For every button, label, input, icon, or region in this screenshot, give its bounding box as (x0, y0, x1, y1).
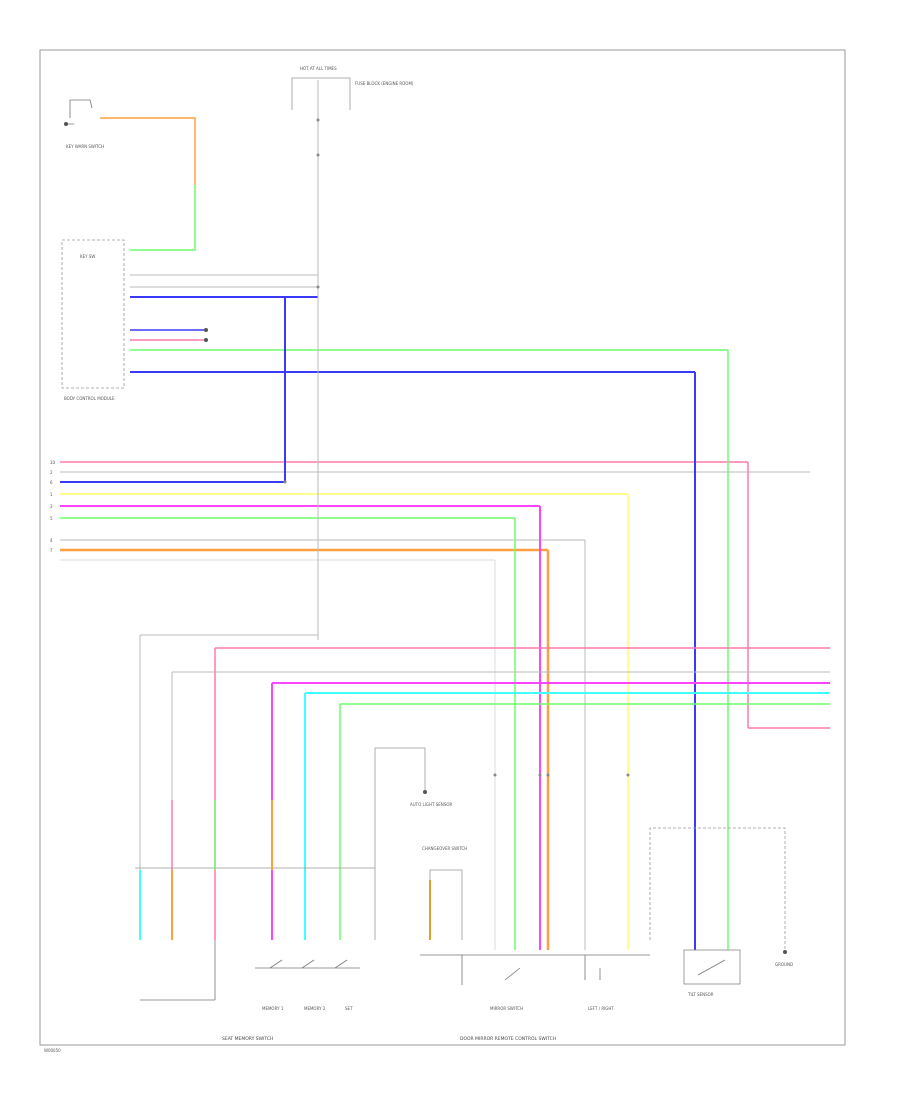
tilt-sensor: TILT SENSOR GROUND (649, 827, 793, 997)
ground-label: GROUND (775, 962, 793, 967)
pin-label: 1 (50, 492, 53, 497)
fuse-box-label: HOT AT ALL TIMES (300, 66, 337, 71)
auto-light-sensor: AUTO LIGHT SENSOR (374, 747, 453, 940)
mirror-control-switch-label: DOOR MIRROR REMOTE CONTROL SWITCH (460, 1036, 556, 1042)
changeover-switch: CHANGEOVER SWITCH (422, 846, 467, 940)
bcm-label: BODY CONTROL MODULE (64, 396, 115, 401)
tilt-label: TILT SENSOR (687, 992, 714, 997)
bcm-sub-label: KEY SW (80, 254, 95, 259)
changeover-label: CHANGEOVER SWITCH (422, 846, 467, 851)
set-label: SET (345, 1006, 353, 1011)
pin-label: 5 (50, 516, 53, 521)
connector-pins: 10 2 6 1 3 5 4 7 (50, 460, 56, 553)
seat-memory-switch-label: SEAT MEMORY SWITCH (222, 1036, 273, 1042)
seat-memory-switch: MEMORY 1 MEMORY 2 SET SEAT MEMORY SWITCH (140, 940, 360, 1042)
key-warn-label: KEY WARN SWITCH (66, 144, 104, 149)
auto-light-label: AUTO LIGHT SENSOR (410, 802, 453, 807)
diagram-frame (39, 49, 846, 1046)
body-control-module: BODY CONTROL MODULE KEY SW (61, 239, 728, 401)
mirror-switch-label: MIRROR SWITCH (490, 1006, 523, 1011)
memory-1-label: MEMORY 1 (262, 1006, 284, 1011)
key-warn-switch: KEY WARN SWITCH (64, 99, 196, 251)
left-right-label: LEFT / RIGHT (588, 1006, 614, 1011)
pin-label: 3 (50, 504, 53, 509)
main-harness (60, 287, 830, 950)
pin-label: 2 (50, 470, 53, 475)
fuse-box-sub-label: FUSE BLOCK (ENGINE ROOM) (355, 81, 414, 86)
pin-label: 7 (50, 548, 53, 553)
diagram-tag: W00050 (44, 1048, 61, 1053)
splice-points (283, 285, 630, 777)
pin-label: 4 (50, 538, 53, 543)
pin-label: 10 (50, 460, 56, 465)
pin-label: 6 (50, 480, 53, 485)
fuse-box: HOT AT ALL TIMES FUSE BLOCK (ENGINE ROOM… (291, 66, 414, 640)
memory-2-label: MEMORY 2 (304, 1006, 326, 1011)
mirror-remote-control-switch: MIRROR SWITCH LEFT / RIGHT DOOR MIRROR R… (420, 954, 650, 1042)
seat-harness (135, 634, 830, 940)
